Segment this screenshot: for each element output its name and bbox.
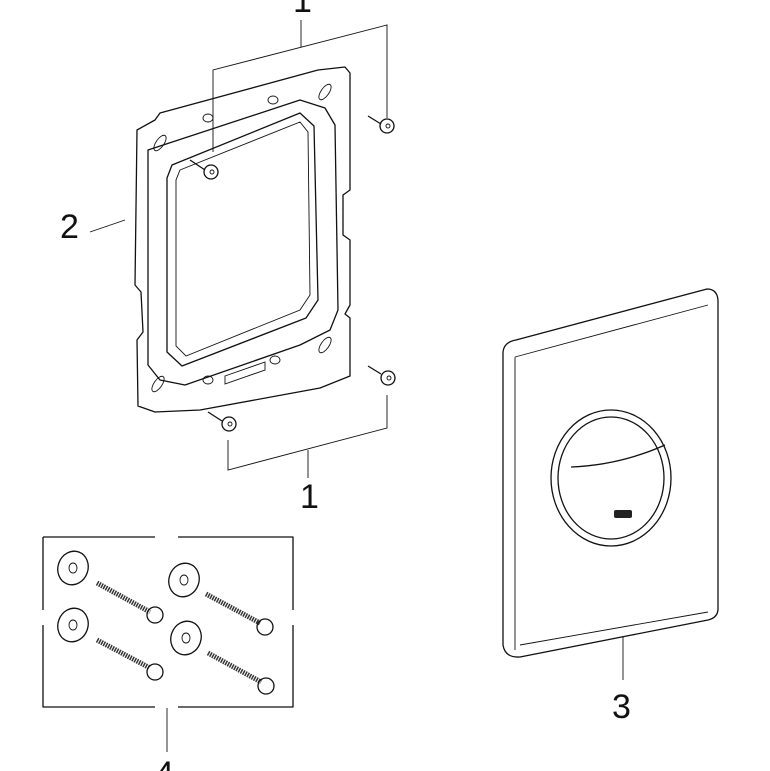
flush-button-ring	[550, 409, 672, 547]
washer-and-screw	[170, 620, 275, 695]
callout-2: 2	[60, 208, 126, 246]
screw	[189, 159, 219, 180]
screw	[367, 365, 396, 386]
flush-button	[557, 416, 665, 540]
screw	[367, 115, 395, 134]
label-2: 2	[60, 208, 79, 246]
washer-and-screw	[168, 562, 274, 636]
label-4: 4	[155, 755, 174, 771]
washer-and-screw	[57, 550, 164, 624]
callout-1-top: 1	[212, 0, 388, 152]
bracket-line	[212, 24, 388, 152]
bracket-line	[227, 395, 388, 471]
mounting-frame	[134, 66, 351, 413]
label-1-bottom: 1	[300, 478, 319, 516]
label-3: 3	[612, 688, 631, 726]
brand-logo	[614, 510, 632, 518]
screw	[207, 411, 237, 432]
cover-plate: 3	[502, 288, 719, 726]
label-1-top: 1	[293, 0, 312, 20]
washer-and-screw	[57, 607, 164, 681]
fixing-set-box: 4	[42, 536, 294, 771]
callout-1-bottom: 1	[227, 395, 388, 516]
